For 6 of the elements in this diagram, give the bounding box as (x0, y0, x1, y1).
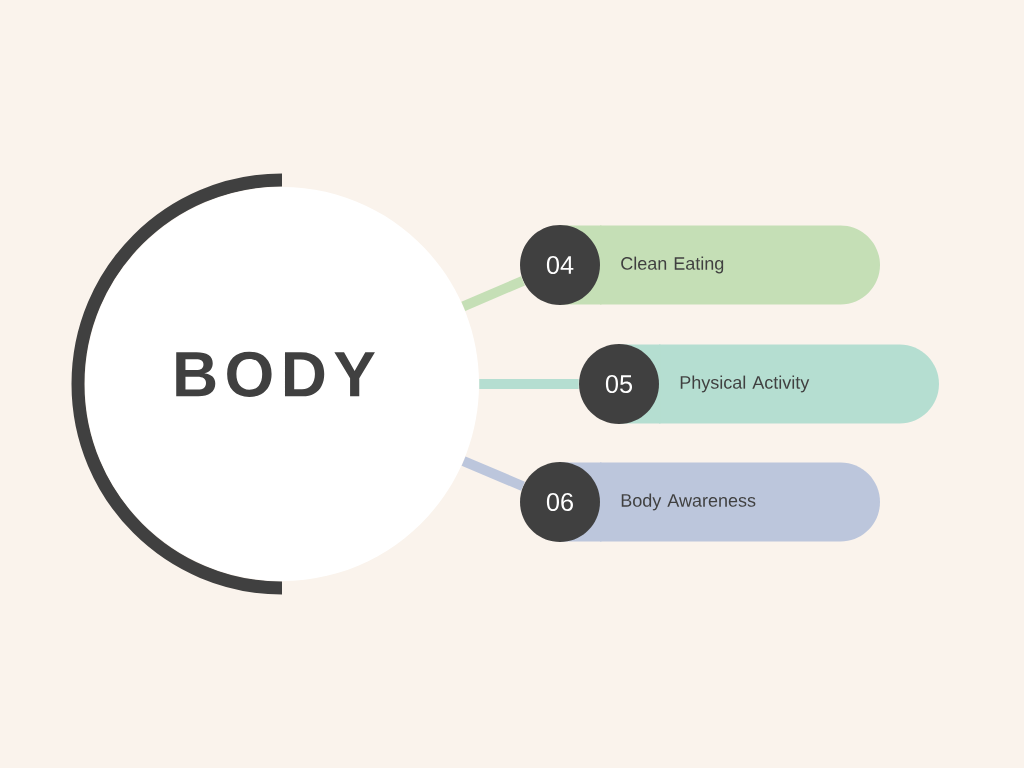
connector-line (479, 379, 579, 389)
node-label: Physical Activity (680, 375, 810, 393)
node-label: Clean Eating (621, 256, 724, 274)
node-label: Body Awareness (621, 493, 756, 511)
connector-line (461, 456, 525, 491)
connector-line (461, 276, 525, 311)
